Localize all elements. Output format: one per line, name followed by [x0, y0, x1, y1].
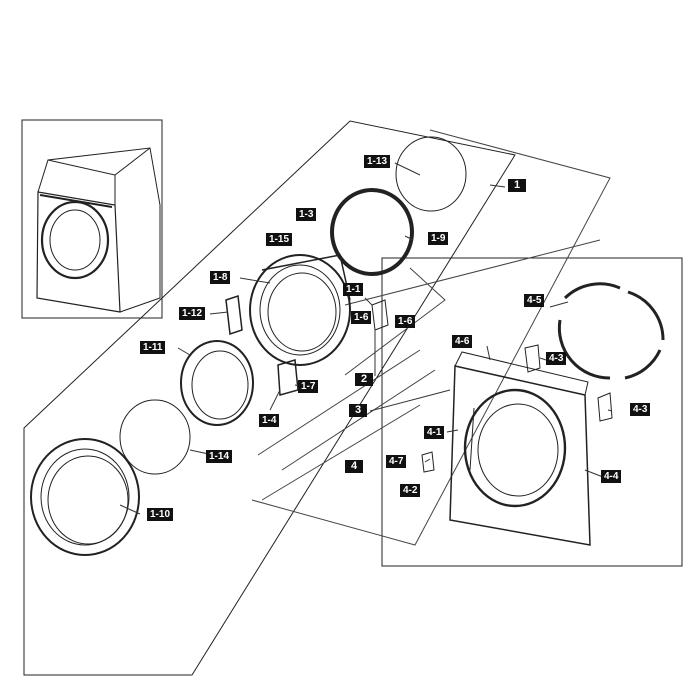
callout-2: 2	[355, 373, 374, 386]
plate-outlines	[251, 129, 611, 546]
callout-1-6a: 1-6	[351, 311, 372, 324]
part-4-3-bracket-a	[524, 344, 541, 373]
callout-4-1: 4-1	[424, 426, 445, 439]
part-1-14-inner-glass	[119, 399, 191, 475]
part-1-12-hinge	[225, 294, 243, 336]
callout-1-12: 1-12	[179, 307, 206, 320]
group-4-boundary	[381, 257, 683, 567]
callout-1: 1	[508, 179, 527, 192]
part-4-5-ring	[557, 282, 665, 380]
callout-1-4: 1-4	[259, 414, 280, 427]
callout-1-11: 1-11	[140, 341, 166, 354]
callout-4: 4	[345, 460, 364, 473]
callout-1-8: 1-8	[210, 271, 231, 284]
callout-1-10: 1-10	[147, 508, 174, 521]
part-1-7-latch	[277, 359, 299, 396]
callout-4-3a: 4-3	[546, 352, 567, 365]
callout-4-5: 4-5	[524, 294, 545, 307]
callout-1-6b: 1-6	[395, 315, 416, 328]
callout-4-7: 4-7	[386, 455, 407, 468]
callout-1-7: 1-7	[298, 380, 319, 393]
callout-4-2: 4-2	[400, 484, 421, 497]
inset-machine-view	[21, 119, 163, 319]
part-4-7-latch-hook	[421, 451, 435, 473]
callout-1-1: 1-1	[343, 283, 364, 296]
part-4-3-bracket-b	[597, 392, 613, 422]
callout-4-4: 4-4	[601, 470, 622, 483]
callout-1-9: 1-9	[428, 232, 449, 245]
part-1-6-plate	[371, 299, 389, 331]
callout-3: 3	[349, 404, 368, 417]
part-1-9-gasket	[330, 188, 414, 276]
part-1-10-bezel	[30, 438, 140, 556]
callout-1-15: 1-15	[266, 233, 293, 246]
part-1-13-glass	[395, 136, 467, 212]
part-1-8-door-frame	[249, 254, 351, 366]
callout-1-13: 1-13	[364, 155, 391, 168]
leader-lines	[119, 162, 613, 515]
callout-4-6: 4-6	[452, 335, 473, 348]
callout-1-3: 1-3	[296, 208, 317, 221]
part-4-4-front-panel	[449, 351, 591, 546]
callout-4-3b: 4-3	[630, 403, 651, 416]
part-1-11-inner-ring	[180, 340, 254, 426]
callout-1-14: 1-14	[206, 450, 233, 463]
